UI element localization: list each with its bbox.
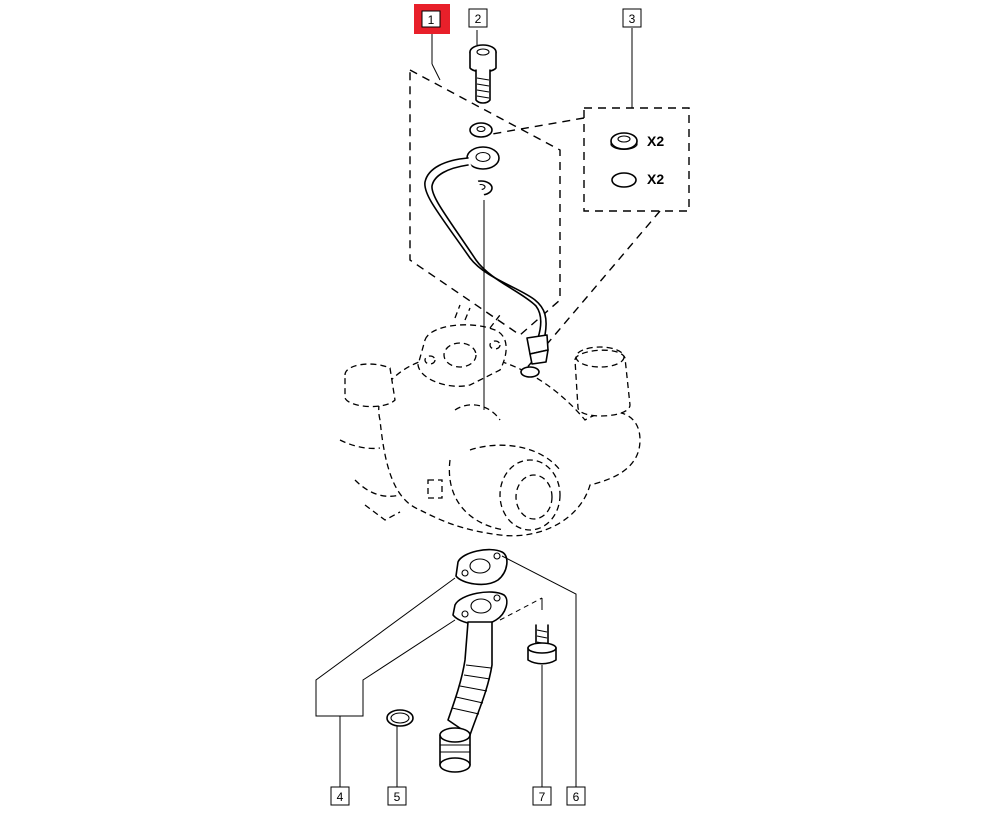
callout-label-1: 1 [428,13,435,27]
kit-outline-part-1 [409,68,561,336]
leader-7-dash [499,597,543,621]
callout-2[interactable]: 2 [468,8,488,28]
callout-6[interactable]: 6 [566,786,586,806]
washer-seal-icon [610,132,638,151]
callout-label-7: 7 [539,790,546,804]
callout-label-3: 3 [629,12,636,26]
callout-1[interactable]: 1 [414,4,450,34]
callout-label-2: 2 [475,12,482,26]
callout-label-5: 5 [394,790,401,804]
banjo-bolt [469,44,497,104]
o-ring [386,709,414,727]
oil-return-gasket [455,548,508,586]
seal-detail-box [583,107,690,212]
callout-4[interactable]: 4 [330,786,350,806]
seal-leader-top [491,117,585,135]
leader-1-diag [431,63,441,81]
banjo-washer-upper [469,122,493,138]
callout-7[interactable]: 7 [532,786,552,806]
leader-4 [315,577,456,717]
callout-3[interactable]: 3 [622,8,642,28]
oil-return-pipe [439,591,508,773]
o-ring-quantity: X2 [647,171,664,187]
callout-label-6: 6 [573,790,580,804]
turbocharger-housing [339,304,641,537]
o-ring-seal-icon [611,172,637,188]
callout-label-4: 4 [337,790,344,804]
callout-5[interactable]: 5 [387,786,407,806]
oil-feed-pipe [424,146,549,378]
leader-6 [501,555,577,788]
washer-quantity: X2 [647,133,664,149]
flange-bolt [527,624,557,665]
